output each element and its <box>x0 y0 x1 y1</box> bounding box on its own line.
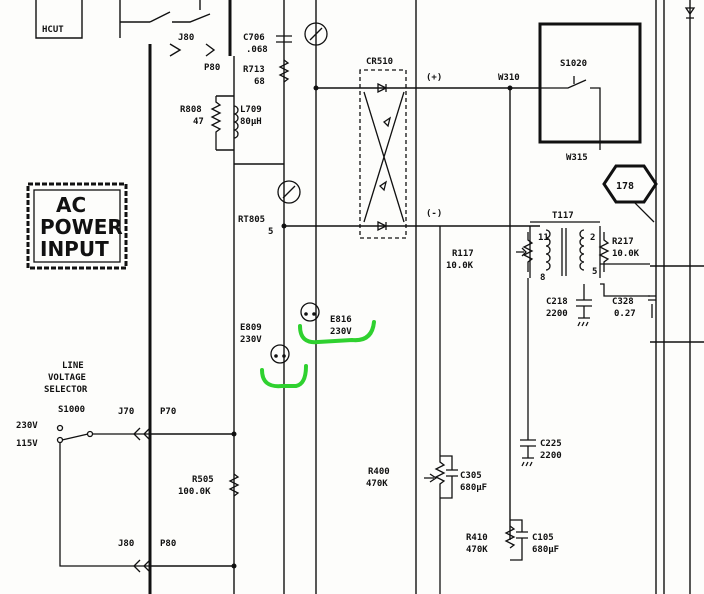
c105-label: C105 <box>532 533 554 543</box>
j80-top-label: J80 <box>178 33 194 43</box>
ac-label-line2: POWER <box>40 215 123 239</box>
right-edge-wires <box>650 265 704 343</box>
e816-label: E816 <box>330 315 352 325</box>
c225-value: 2200 <box>540 451 562 461</box>
ac-label-line1: AC <box>56 193 86 217</box>
pin8-label: 8 <box>540 273 545 283</box>
plus-label: (+) <box>426 73 442 83</box>
c218-capacitor: C218 2200 <box>546 284 592 327</box>
main-bus <box>148 0 232 594</box>
c328-label: C328 <box>612 297 634 307</box>
r505-label: R505 <box>192 475 214 485</box>
c218-value: 2200 <box>546 309 568 319</box>
r808-resistor: R808 47 <box>180 95 234 151</box>
pin5-label: 5 <box>592 267 597 277</box>
highlight-e809 <box>260 364 308 389</box>
badge-178-text: 178 <box>616 181 634 192</box>
l709-inductor: L709 80μH <box>233 105 262 139</box>
r117-label: R117 <box>452 249 474 259</box>
e809-value: 230V <box>240 335 262 345</box>
cr510-label: CR510 <box>366 57 393 67</box>
r400-resistor: R400 470K <box>366 226 446 594</box>
r410-label: R410 <box>466 533 488 543</box>
rt805-value: 5 <box>268 227 273 237</box>
r217-value: 10.0K <box>612 249 640 259</box>
e816-lamp: E816 230V <box>300 302 352 337</box>
t117-transformer: T117 11 2 8 5 <box>529 211 650 297</box>
line-voltage-selector: LINE VOLTAGE SELECTOR S1000 230V 115V <box>16 361 150 567</box>
c305-capacitor: C305 680μF <box>440 455 487 499</box>
s1000-label: S1000 <box>58 405 85 415</box>
r217-label: R217 <box>612 237 634 247</box>
hcut-label: HCUT <box>42 25 64 35</box>
e809-label: E809 <box>240 323 262 333</box>
c706-label: C706 <box>243 33 265 43</box>
l709-value: 80μH <box>240 117 262 127</box>
selector-label: SELECTOR <box>44 385 88 395</box>
c218-label: C218 <box>546 297 568 307</box>
l709-label: L709 <box>240 105 262 115</box>
highlight-e816 <box>298 320 376 345</box>
r713-value: 68 <box>254 77 265 87</box>
voltage-label: VOLTAGE <box>48 373 86 383</box>
c706-value: .068 <box>246 45 268 55</box>
p70-label: P70 <box>160 407 176 417</box>
c225-capacitor: C225 2200 <box>520 278 562 467</box>
v115-label: 115V <box>16 439 38 449</box>
j80-bottom-label: J80 <box>118 539 134 549</box>
p80-bottom-label: P80 <box>160 539 176 549</box>
e809-lamp: E809 230V <box>240 323 290 364</box>
c305-label: C305 <box>460 471 482 481</box>
minus-label: (-) <box>426 209 442 219</box>
r117-resistor: R117 10.0K <box>446 232 534 272</box>
j70-label: J70 <box>118 407 134 417</box>
r410-value: 470K <box>466 545 488 555</box>
r505-resistor: R505 100.0K <box>178 473 240 497</box>
c105-value: 680μF <box>532 545 559 555</box>
badge-178: 178 <box>602 164 658 223</box>
r808-label: R808 <box>180 105 202 115</box>
r217-resistor: R217 10.0K <box>598 232 640 272</box>
p80-top-label: P80 <box>204 63 220 73</box>
s1020-box: S1020 <box>538 22 642 150</box>
t117-label: T117 <box>552 211 574 221</box>
r117-value: 10.0K <box>446 261 474 271</box>
pin2-label: 2 <box>590 233 595 243</box>
ac-label-line3: INPUT <box>40 237 109 261</box>
hcut-block: HCUT J80 P80 <box>35 0 220 73</box>
w315-label: W315 <box>566 153 588 163</box>
r505-value: 100.0K <box>178 487 211 497</box>
c328-value: 0.27 <box>614 309 636 319</box>
r808-value: 47 <box>193 117 204 127</box>
c706-capacitor: C706 .068 <box>243 33 292 55</box>
e816-value: 230V <box>330 327 352 337</box>
r410-resistor: R410 470K <box>466 525 516 555</box>
r713-resistor: R713 68 <box>243 59 290 87</box>
r400-value: 470K <box>366 479 388 489</box>
c225-label: C225 <box>540 439 562 449</box>
s1020-label: S1020 <box>560 59 587 69</box>
rt805-thermistor: RT805 5 <box>238 180 301 237</box>
rt805-label: RT805 <box>238 215 265 225</box>
right-edge-rails <box>655 0 691 594</box>
c305-value: 680μF <box>460 483 487 493</box>
w310-label: W310 <box>498 73 520 83</box>
j70-connector <box>133 427 151 441</box>
cr510-bridge: CR510 <box>359 57 407 239</box>
c105-capacitor: C105 680μF <box>510 519 559 561</box>
ac-power-input-box: AC POWER INPUT <box>26 182 128 270</box>
c328-capacitor: C328 0.27 <box>612 295 656 319</box>
j80-bottom-connector <box>133 559 151 573</box>
v230-label: 230V <box>16 421 38 431</box>
line-label: LINE <box>62 361 84 371</box>
r713-label: R713 <box>243 65 265 75</box>
pin11-label: 11 <box>538 233 549 243</box>
r400-label: R400 <box>368 467 390 477</box>
thermistor-top <box>304 22 328 46</box>
